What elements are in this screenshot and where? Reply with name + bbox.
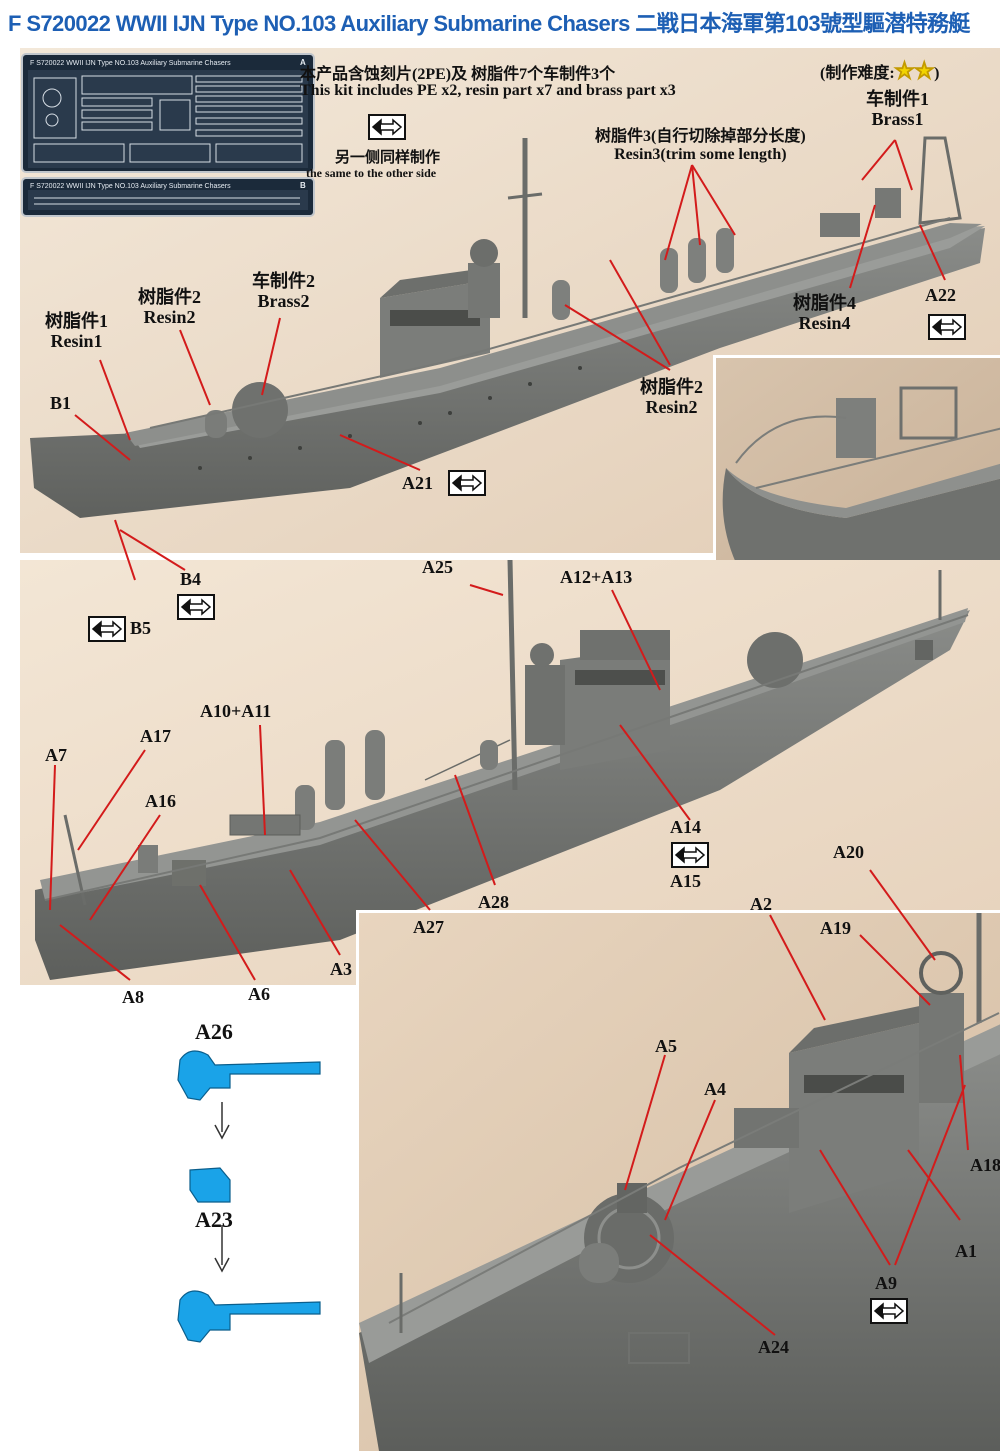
pe-sheet-b: [21, 177, 315, 217]
label-A6: A6: [248, 984, 270, 1004]
label-A16: A16: [145, 791, 176, 811]
label-A15: A15: [670, 871, 701, 891]
intro-cn: 本产品含蚀刻片(2PE)及 树脂件7个车制件3个: [300, 66, 616, 83]
top-ship-photo: F S720022 WWII IJN Type NO.103 Auxiliary…: [20, 48, 1000, 553]
label-A19: A19: [820, 918, 851, 938]
double-arrow-icon: [180, 598, 212, 616]
both-sides-icon-A14: [671, 842, 709, 868]
ship-photo-inset: [716, 358, 1000, 563]
page-title: F S720022 WWII IJN Type NO.103 Auxiliary…: [8, 11, 970, 36]
callout-resin3: 树脂件3(自行切除掉部分长度)Resin3(trim some length): [595, 128, 806, 163]
label-A14: A14: [670, 817, 701, 837]
double-arrow-icon: [91, 620, 123, 638]
both-sides-icon-A21: [448, 470, 486, 496]
both-sides-icon-B5: [88, 616, 126, 642]
both-sides-icon-A22: [928, 314, 966, 340]
label-A27: A27: [413, 917, 444, 937]
label-A21: A21: [402, 473, 433, 493]
label-A9: A9: [875, 1273, 897, 1293]
gun-assembly-diagram: [160, 1040, 340, 1380]
label-A26: A26: [195, 1019, 233, 1044]
label-A7: A7: [45, 745, 67, 765]
inset-stern-photo: [713, 355, 1000, 563]
difficulty-label: (制作难度:: [820, 65, 895, 82]
other-side-en: the same to the other side: [306, 166, 437, 180]
label-A4: A4: [704, 1079, 726, 1099]
label-A2: A2: [750, 894, 772, 914]
label-B5: B5: [130, 618, 152, 638]
difficulty-rating: (制作难度:★★): [820, 58, 939, 84]
double-arrow-icon: [371, 118, 403, 136]
double-arrow-icon: [931, 318, 963, 336]
label-A8: A8: [122, 987, 144, 1007]
double-arrow-icon: [674, 846, 706, 864]
label-B1: B1: [50, 393, 72, 413]
label-A1: A1: [955, 1241, 977, 1261]
label-A18: A18: [970, 1155, 1000, 1175]
gun-diagram: [177, 1050, 321, 1343]
difficulty-stars: ★★: [894, 58, 935, 84]
double-arrow-icon: [873, 1302, 905, 1320]
pe-sheet-b-title: F S720022 WWII IJN Type NO.103 Auxiliary…: [30, 183, 231, 190]
pe-sheet-a-letter: A: [300, 58, 306, 67]
label-A23: A23: [195, 1207, 233, 1232]
label-A3: A3: [330, 959, 352, 979]
pe-sheet-b-letter: B: [300, 181, 306, 190]
label-A20: A20: [833, 842, 864, 862]
label-A17: A17: [140, 726, 171, 746]
double-arrow-icon: [451, 474, 483, 492]
label-A25: A25: [422, 557, 453, 577]
label-A5: A5: [655, 1036, 677, 1056]
label-A10-A11: A10+A11: [200, 701, 272, 721]
pe-sheet-a: [21, 53, 315, 173]
bottom-ship-photo: [356, 910, 1000, 1451]
label-A24: A24: [758, 1337, 789, 1357]
label-A12-A13: A12+A13: [560, 567, 633, 587]
label-B4: B4: [180, 569, 202, 589]
ship-photo-3: [359, 913, 1000, 1451]
other-side-cn: 另一侧同样制作: [335, 150, 441, 166]
both-sides-icon: [368, 114, 406, 140]
difficulty-close: ): [934, 65, 940, 82]
ship-photo-1: F S720022 WWII IJN Type NO.103 Auxiliary…: [20, 48, 1000, 553]
label-A22: A22: [925, 285, 956, 305]
intro-en: This kit includes PE x2, resin part x7 a…: [300, 82, 676, 99]
both-sides-icon-B4: [177, 594, 215, 620]
label-A28: A28: [478, 892, 509, 912]
pe-sheet-a-title: F S720022 WWII IJN Type NO.103 Auxiliary…: [30, 60, 231, 67]
both-sides-icon-A9: [870, 1298, 908, 1324]
